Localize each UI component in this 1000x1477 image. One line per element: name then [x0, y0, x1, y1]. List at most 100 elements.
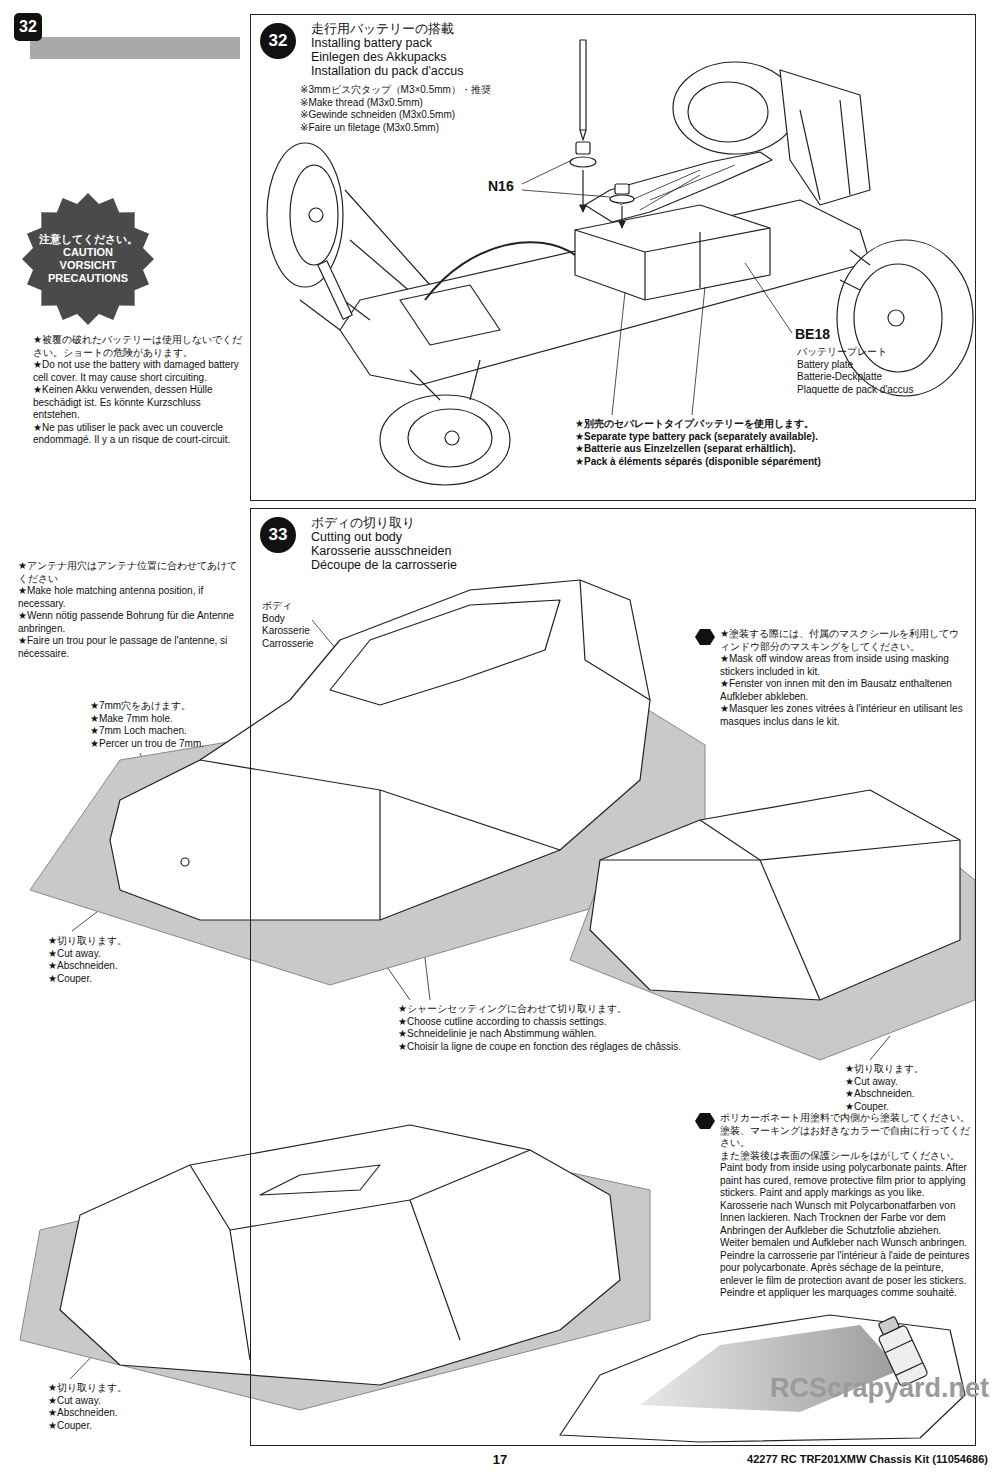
- car-chassis: [610, 195, 634, 203]
- car-chassis: [425, 242, 575, 300]
- car-chassis: [621, 206, 622, 228]
- body-shell: [600, 820, 960, 1000]
- instruction-note: ★切り取ります。: [845, 1063, 945, 1076]
- instruction-note: ★切り取ります。: [48, 1382, 148, 1395]
- node-text: 33: [269, 525, 288, 545]
- instruction-note: ★Choisir la ligne de coupe en fonction d…: [398, 1041, 743, 1054]
- car-chassis: [267, 143, 343, 287]
- instruction-note: Karosserie nach Wunsch mit Polycarbonatf…: [720, 1200, 970, 1250]
- heading-text: Découpe de la carrosserie: [311, 558, 457, 572]
- node-text: PRECAUTIONS: [48, 272, 128, 285]
- starburst-shape: [22, 193, 154, 325]
- step-number: 32: [260, 23, 296, 59]
- car-chassis: [840, 250, 870, 290]
- instruction-note: ★Abschneiden.: [48, 1407, 148, 1420]
- car-chassis: [576, 142, 590, 154]
- body-shell: [330, 600, 560, 705]
- leader-line: [522, 160, 572, 184]
- car-chassis: [380, 395, 510, 485]
- car-chassis: [318, 261, 352, 320]
- instruction-note: ★Couper.: [845, 1101, 945, 1114]
- instruction-note: ★シャーシセッティングに合わせて切り取ります。: [398, 1003, 743, 1016]
- car-chassis: [688, 82, 768, 142]
- car-chassis: [340, 200, 870, 385]
- car-chassis: [585, 152, 772, 222]
- symbol-hexagon: [695, 629, 715, 645]
- leader-line: [612, 292, 625, 415]
- instruction-note: ★Abschneiden.: [48, 960, 148, 973]
- step-heading: ボディの切り取りCutting out bodyKarosserie aussc…: [311, 516, 457, 572]
- instruction-note: ★別売のセパレートタイプバッテリーを使用します。: [575, 418, 970, 431]
- part-name: Battery plate: [797, 359, 917, 372]
- instruction-note: ★Cut away.: [48, 948, 148, 961]
- instruction-note: ポリカーボネート用塗料で内側から塗装してください。: [720, 1112, 970, 1125]
- instruction-note: ★アンテナ用穴はアンテナ位置に合わせてあけてください: [18, 560, 242, 585]
- body-shell: [260, 1165, 380, 1195]
- car-chassis: [290, 165, 338, 265]
- caution-note: ★Ne pas utiliser le pack avec un couverc…: [33, 422, 243, 447]
- instruction-note: ★Couper.: [48, 973, 148, 986]
- part-name: Carrosserie: [262, 638, 337, 651]
- caution-note: ★Keinen Akku verwenden, dessen Hülle bes…: [33, 384, 243, 422]
- leader-line: [522, 190, 610, 197]
- text-group: 17: [480, 1452, 520, 1468]
- instruction-note: ※Gewinde schneiden (M3x0.5mm): [300, 109, 580, 122]
- body-shell: [590, 790, 960, 1000]
- node-text: VORSICHT: [60, 259, 117, 272]
- text-group: ★シャーシセッティングに合わせて切り取ります。★Choose cutline a…: [398, 1003, 743, 1053]
- watermark: RCScrapyard.net: [770, 1372, 995, 1406]
- header-bar: [30, 37, 240, 59]
- body-shell: [190, 1150, 530, 1360]
- body-shell: [181, 858, 189, 866]
- car-chassis: [582, 170, 583, 212]
- body-shell: [60, 1125, 620, 1385]
- step-number: 32: [14, 13, 42, 41]
- heading-text: Einlegen des Akkupacks: [311, 50, 463, 64]
- instruction-note: また塗装後は表面の保護シールをはがしてください。: [720, 1150, 970, 1163]
- instruction-note: ★Fenster von innen mit den im Bausatz en…: [720, 678, 968, 703]
- instruction-note: ★7mm Loch machen.: [90, 725, 235, 738]
- car-chassis: [408, 409, 492, 467]
- step-number: 33: [260, 517, 296, 553]
- instruction-note: ★Make 7mm hole.: [90, 713, 235, 726]
- text-group: ★7mm穴をあけます。★Make 7mm hole.★7mm Loch mach…: [90, 700, 235, 750]
- text-group: ポリカーボネート用塗料で内側から塗装してください。塗装、マーキングはお好きなカラ…: [720, 1112, 970, 1300]
- text-group: ★切り取ります。★Cut away.★Abschneiden.★Couper.: [845, 1063, 945, 1113]
- part-name: Karosserie: [262, 625, 337, 638]
- text-group: BE18: [795, 326, 875, 344]
- text-group: ※3mmビス穴タップ（M3×0.5mm）・推奨※Make thread (M3x…: [300, 84, 580, 134]
- text-group: 42277 RC TRF201XMW Chassis Kit (11054686…: [640, 1453, 988, 1467]
- instruction-note: ※3mmビス穴タップ（M3×0.5mm）・推奨: [300, 84, 580, 97]
- caution-badge: 注意してください。CAUTIONVORSICHTPRECAUTIONS: [22, 193, 154, 325]
- instruction-note: ★Cut away.: [48, 1395, 148, 1408]
- car-chassis: [800, 100, 850, 200]
- car-chassis: [400, 285, 500, 345]
- instruction-note: ★Mask off window areas from inside using…: [720, 653, 968, 678]
- car-chassis: [410, 360, 480, 400]
- instruction-note: ★Separate type battery pack (separately …: [575, 431, 970, 444]
- part-name: Plaquette de pack d'accus: [797, 384, 917, 397]
- leader-line: [692, 287, 705, 415]
- instruction-note: ★Faire un trou pour le passage de l'ante…: [18, 635, 242, 660]
- instruction-note: ★Batterie aus Einzelzellen (separat erhä…: [575, 443, 970, 456]
- part-name: バッテリープレート: [797, 346, 917, 359]
- instruction-note: ★Choose cutline according to chassis set…: [398, 1016, 743, 1029]
- node-text: 注意してください。: [39, 233, 138, 246]
- part-name: ボディ: [262, 600, 337, 613]
- instruction-note: ★Wenn nötig passende Bohrung für die Ant…: [18, 610, 242, 635]
- node-text: 32: [19, 18, 37, 36]
- leader-line: [745, 263, 792, 333]
- instruction-note: ★Masquer les zones vitrées à l'intérieur…: [720, 703, 968, 728]
- part-code: N16: [488, 178, 538, 196]
- spray-can: [878, 1316, 899, 1334]
- text-group: ボディBodyKarosserieCarrosserie: [262, 600, 337, 650]
- header-bar: [30, 37, 240, 59]
- instruction-note: ★Make hole matching antenna position, if…: [18, 585, 242, 610]
- body-shell: [110, 580, 650, 920]
- text-group: バッテリープレートBattery plateBatterie-Deckplatt…: [797, 346, 917, 396]
- part-name: Body: [262, 613, 337, 626]
- heading-text: 走行用バッテリーの搭載: [311, 22, 463, 36]
- text-group: ★被覆の破れたバッテリーは使用しないでください。ショートの危険があります。★Do…: [33, 334, 243, 447]
- car-chassis: [570, 157, 596, 167]
